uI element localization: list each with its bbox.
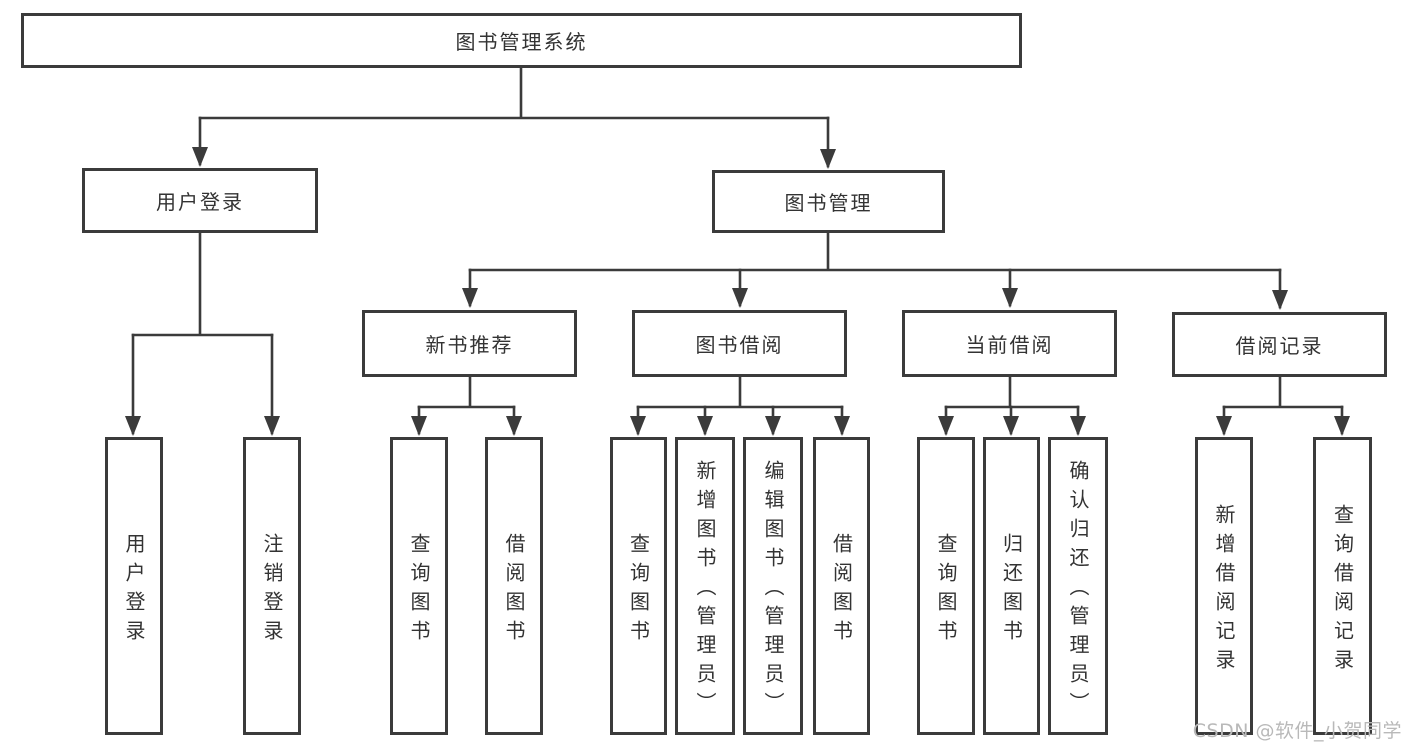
node-book-borrowing: 图书借阅 — [632, 310, 847, 377]
leaf-add-books-admin: 新增图书（管理员） — [675, 437, 735, 735]
node-root-label: 图书管理系统 — [455, 30, 588, 54]
leaf-logout: 注销登录 — [243, 437, 301, 735]
connector-user-login-bus — [131, 231, 274, 337]
leaf-recommend-query-books-label: 查询图书 — [407, 532, 431, 649]
node-book-borrowing-label: 图书借阅 — [695, 333, 784, 357]
leaf-logout-label: 注销登录 — [260, 532, 284, 649]
leaf-user-login: 用户登录 — [105, 437, 163, 735]
leaf-edit-books-admin: 编辑图书（管理员） — [743, 437, 803, 735]
connector-new-book-bus — [417, 375, 516, 409]
leaf-current-query-books-label: 查询图书 — [934, 532, 958, 649]
leaf-recommend-borrow-books-label: 借阅图书 — [502, 532, 526, 649]
leaf-user-login-label: 用户登录 — [122, 532, 146, 649]
node-new-book-recommend: 新书推荐 — [362, 310, 577, 377]
node-new-book-recommend-label: 新书推荐 — [425, 333, 514, 357]
connector-book-management-bus — [468, 231, 1282, 272]
connector-root-bus — [198, 66, 830, 120]
leaf-return-books: 归还图书 — [983, 437, 1040, 735]
leaf-confirm-return-admin: 确认归还（管理员） — [1048, 437, 1108, 735]
leaf-recommend-borrow-books: 借阅图书 — [485, 437, 543, 735]
leaf-borrowing-query-books: 查询图书 — [610, 437, 667, 735]
node-user-login: 用户登录 — [82, 168, 318, 233]
leaf-query-borrow-record: 查询借阅记录 — [1313, 437, 1372, 735]
leaf-recommend-query-books: 查询图书 — [390, 437, 448, 735]
leaf-borrowing-borrow-books: 借阅图书 — [813, 437, 870, 735]
leaf-current-query-books: 查询图书 — [917, 437, 975, 735]
leaf-edit-books-admin-label: 编辑图书（管理员） — [761, 460, 785, 721]
leaf-return-books-label: 归还图书 — [999, 532, 1024, 649]
watermark-text: CSDN @软件_小贺同学 — [1192, 720, 1402, 742]
node-book-management-label: 图书管理 — [784, 191, 873, 215]
node-user-login-label: 用户登录 — [156, 190, 244, 214]
node-borrowing-records: 借阅记录 — [1172, 312, 1387, 377]
connector-records-bus — [1222, 375, 1344, 409]
node-borrowing-records-label: 借阅记录 — [1235, 334, 1324, 358]
leaf-add-borrow-record-label: 新增借阅记录 — [1212, 503, 1236, 678]
connector-book-borrowing-bus — [636, 375, 844, 409]
leaf-add-books-admin-label: 新增图书（管理员） — [693, 460, 717, 721]
node-current-borrowing: 当前借阅 — [902, 310, 1117, 377]
leaf-confirm-return-admin-label: 确认归还（管理员） — [1066, 460, 1090, 721]
node-book-management: 图书管理 — [712, 170, 945, 233]
leaf-borrowing-borrow-books-label: 借阅图书 — [829, 532, 854, 649]
leaf-add-borrow-record: 新增借阅记录 — [1195, 437, 1253, 735]
leaf-borrowing-query-books-label: 查询图书 — [626, 532, 651, 649]
connector-current-borrowing-bus — [944, 375, 1080, 409]
node-root: 图书管理系统 — [21, 13, 1022, 68]
node-current-borrowing-label: 当前借阅 — [965, 333, 1054, 357]
leaf-query-borrow-record-label: 查询借阅记录 — [1330, 503, 1355, 678]
